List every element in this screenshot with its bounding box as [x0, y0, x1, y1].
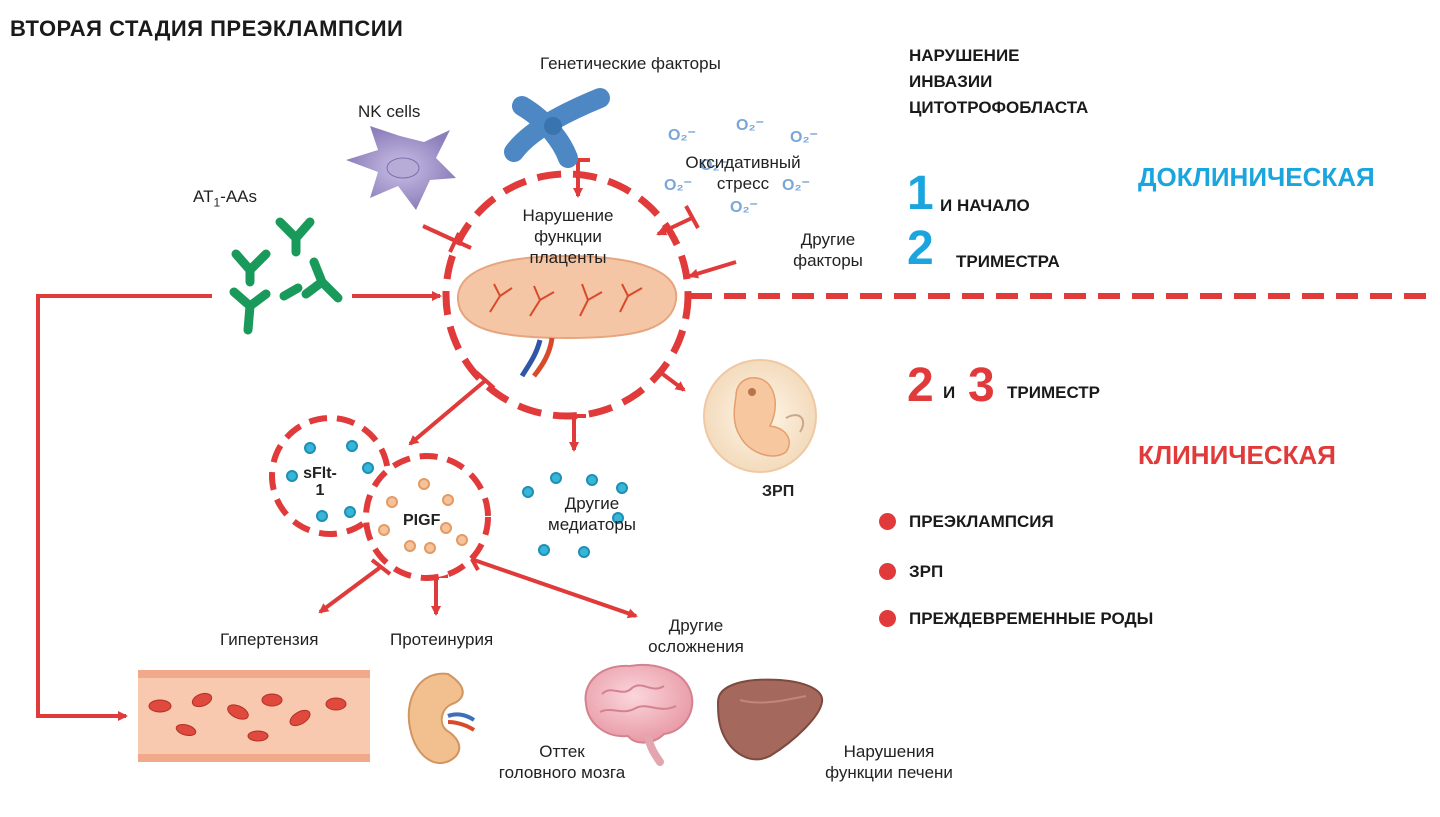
other-mediators-line-1: Другие [564, 494, 620, 513]
trimester-number-2: 2 [907, 222, 934, 275]
nk-cell-icon [346, 126, 456, 210]
zrp-label: ЗРП [762, 483, 795, 500]
liver-line-1: Нарушения [843, 742, 935, 761]
placenta-dashed-circle [442, 170, 692, 420]
invasion-line-2: ИНВАЗИИ [909, 72, 993, 91]
sflt1-label: sFlt- 1 [298, 465, 342, 499]
brain-icon [584, 664, 694, 766]
sflt1-line-1: sFlt- [303, 465, 337, 482]
brain-edema-label: Оттек головного мозга [472, 741, 652, 783]
genetic-factors-label: Генетические факторы [540, 54, 721, 73]
bullet-dot-1 [879, 513, 896, 530]
other-factors-label: Другие факторы [776, 229, 880, 271]
oxygen-radicals: O₂⁻O₂⁻O₂⁻ O₂⁻O₂⁻O₂⁻ O₂⁻ [664, 117, 818, 216]
trimester-number-1: 1 [907, 167, 934, 220]
invasion-heading: НАРУШЕНИЕ ИНВАЗИИ ЦИТОТРОФОБЛАСТА [909, 43, 1088, 121]
oxidative-line-2: стресс [716, 174, 770, 193]
hypertension-label: Гипертензия [220, 630, 319, 649]
proteinuria-label: Протеинурия [390, 630, 494, 649]
placenta-line-1: Нарушение [522, 206, 614, 225]
liver-icon [716, 678, 824, 761]
trimester-a-label: ТРИМЕСТРА [956, 252, 1060, 271]
bullet-dot-2 [879, 563, 896, 580]
other-factors-line-1: Другие [800, 230, 856, 249]
pigf-label: PIGF [403, 512, 441, 529]
and-start-label: И НАЧАЛО [940, 196, 1030, 215]
placenta-line-3: плаценты [529, 248, 607, 267]
blood-vessel-icon [138, 670, 370, 762]
other-factors-line-2: факторы [793, 251, 863, 270]
sflt-particles [286, 440, 374, 522]
sflt1-line-2: 1 [315, 482, 325, 499]
page-title: ВТОРАЯ СТАДИЯ ПРЕЭКЛАМПСИИ [10, 16, 404, 41]
placenta-label: Нарушение функции плаценты [500, 205, 636, 268]
other-complications-line-2: осложнения [648, 637, 744, 656]
fetus-icon [703, 359, 817, 473]
preclinical-label: ДОКЛИНИЧЕСКАЯ [1138, 162, 1375, 192]
invasion-line-3: ЦИТОТРОФОБЛАСТА [909, 98, 1089, 117]
other-mediators-line-2: медиаторы [548, 515, 636, 534]
at1-prefix: AT [193, 187, 214, 206]
svg-text:O₂⁻: O₂⁻ [736, 117, 764, 134]
placenta-line-2: функции [534, 227, 602, 246]
antibody-icon [229, 217, 343, 335]
bullet-dot-3 [879, 610, 896, 627]
chromosome-icon [504, 88, 610, 168]
bullet-preeclampsia: ПРЕЭКЛАМПСИЯ [909, 512, 1054, 531]
other-complications-line-1: Другие [668, 616, 724, 635]
trimester-b-label: ТРИМЕСТР [1007, 383, 1101, 402]
svg-text:O₂⁻: O₂⁻ [668, 127, 696, 144]
at1-subscript: 1 [213, 195, 221, 210]
at1-aas-label: AT1-AAs [193, 186, 257, 213]
oxidative-line-1: Оксидативный [685, 153, 801, 172]
nk-cells-label: NK cells [358, 102, 421, 121]
placenta-icon [456, 254, 678, 378]
trimester-number-3: 3 [968, 359, 995, 412]
trimester-number-2b: 2 [907, 359, 934, 412]
bullet-preterm-birth: ПРЕЖДЕВРЕМЕННЫЕ РОДЫ [909, 609, 1154, 628]
at1-suffix: -AAs [220, 187, 257, 206]
and-label: И [943, 383, 956, 402]
other-mediators-label: Другие медиаторы [532, 493, 652, 535]
svg-text:O₂⁻: O₂⁻ [700, 157, 728, 174]
arrows [36, 160, 737, 721]
svg-text:O₂⁻: O₂⁻ [790, 129, 818, 146]
liver-dysfunction-label: Нарушения функции печени [804, 741, 974, 783]
liver-line-2: функции печени [825, 763, 953, 782]
bullet-zrp: ЗРП [909, 562, 944, 581]
other-complications-label: Другие осложнения [636, 615, 756, 657]
svg-text:O₂⁻: O₂⁻ [730, 199, 758, 216]
invasion-line-1: НАРУШЕНИЕ [909, 46, 1020, 65]
brain-edema-line-1: Оттек [539, 742, 585, 761]
svg-text:O₂⁻: O₂⁻ [782, 177, 810, 194]
pigf-particles [378, 478, 468, 554]
pigf-dashed-circle [363, 453, 491, 581]
svg-text:O₂⁻: O₂⁻ [664, 177, 692, 194]
brain-edema-line-2: головного мозга [498, 763, 626, 782]
clinical-label: КЛИНИЧЕСКАЯ [1138, 440, 1336, 470]
oxidative-stress-label: Оксидативный стресс [668, 152, 818, 194]
mediator-particles [522, 472, 628, 558]
kidney-icon [407, 672, 476, 765]
